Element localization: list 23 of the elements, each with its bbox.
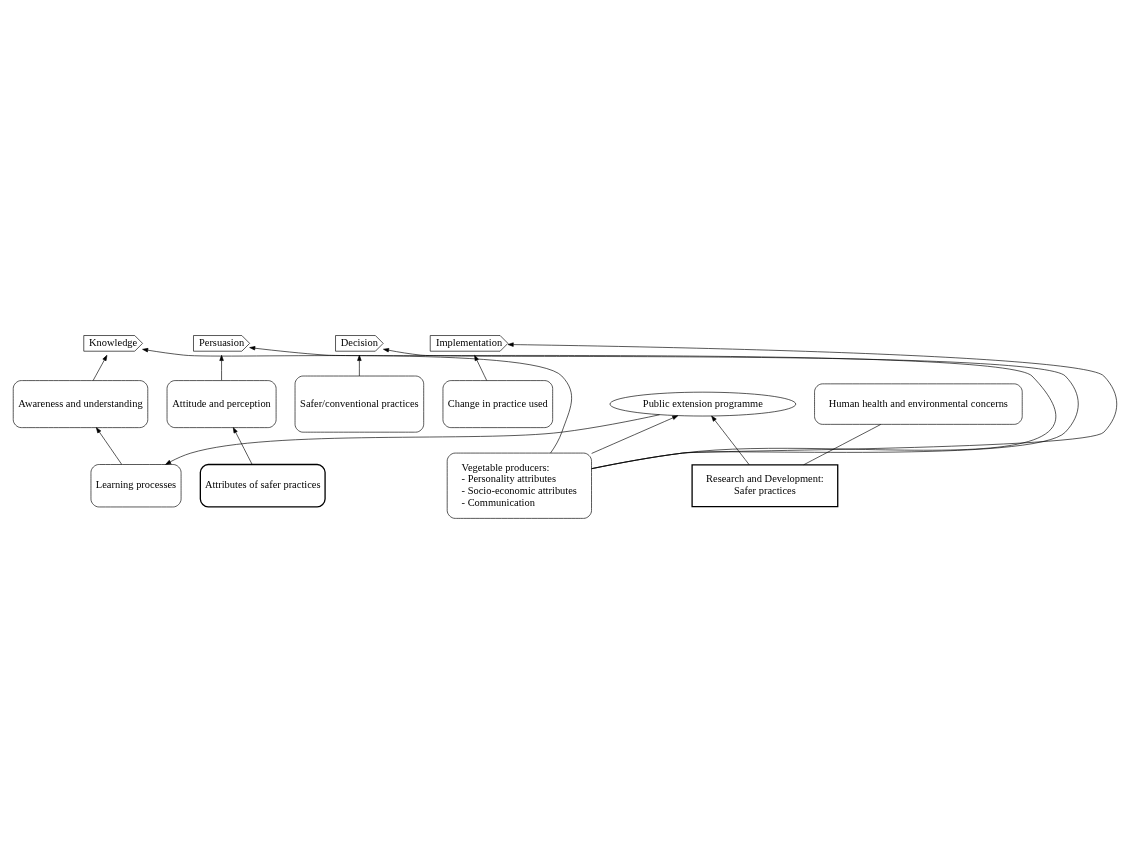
node-box: Awareness and understanding <box>12 380 149 428</box>
arrow <box>165 414 660 465</box>
arrow <box>219 355 224 381</box>
arrow <box>591 415 679 454</box>
node-box: Learning processes <box>90 464 182 508</box>
arrow <box>383 348 1079 469</box>
arrow <box>711 415 750 466</box>
arrow <box>357 355 362 377</box>
connector <box>803 424 882 466</box>
node-ellipse: Public extension programme <box>609 391 797 417</box>
arrow <box>232 427 253 465</box>
node-box: Attitude and perception <box>166 380 277 428</box>
node-box: Research and Development: Safer practices <box>691 464 839 508</box>
arrow <box>249 346 1056 470</box>
arrow <box>96 427 123 465</box>
arrow <box>142 348 572 454</box>
node-box: Attributes of safer practices <box>199 463 326 508</box>
node-box: Change in practice used <box>442 380 553 428</box>
node-box: Safer/conventional practices <box>294 375 424 433</box>
node-box: Human health and environmental concerns <box>814 383 1023 425</box>
arrow <box>507 342 1118 469</box>
node-box: Vegetable producers: - Personality attributes - Socio-economic attributes - Communication <box>446 452 592 519</box>
arrow <box>92 355 108 381</box>
